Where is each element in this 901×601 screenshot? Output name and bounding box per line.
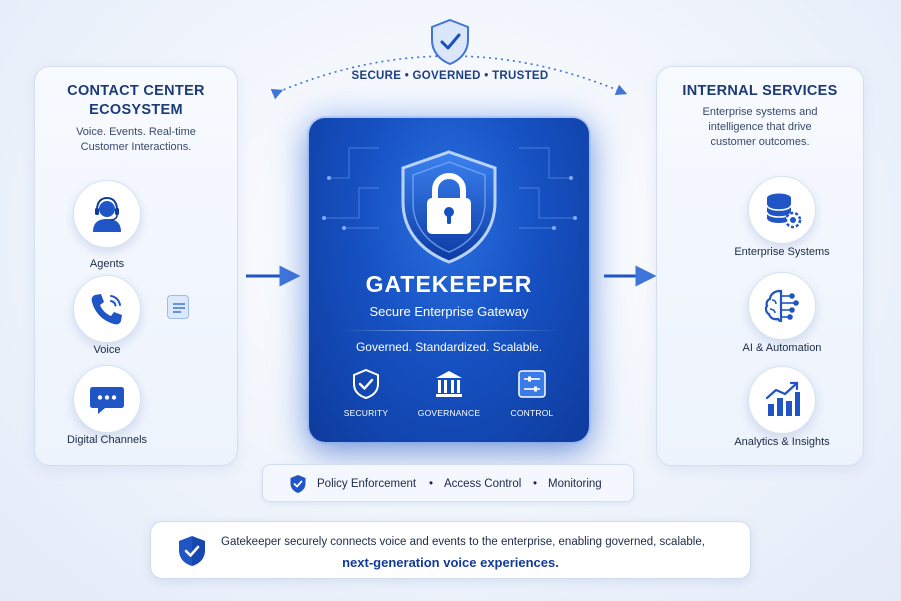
agents-node[interactable] [73, 180, 141, 248]
enterprise-systems-node[interactable] [748, 176, 816, 244]
top-arc-connector [270, 55, 628, 100]
top-shield [428, 18, 472, 66]
feature-control-label: CONTROL [510, 408, 554, 418]
circuit-lines [322, 147, 577, 230]
gatekeeper-card[interactable]: GATEKEEPER Secure Enterprise Gateway Gov… [309, 118, 589, 442]
shield-check-icon [290, 475, 306, 493]
left-panel-title-1: CONTACT CENTER [67, 83, 205, 99]
digital-channels-label: Digital Channels [66, 434, 148, 446]
voice-label: Voice [93, 344, 121, 356]
left-panel-subtitle-2: Customer Interactions. [80, 141, 192, 153]
feature-security-label: SECURITY [343, 408, 389, 418]
top-banner: SECURE • GOVERNED • TRUSTED [351, 70, 549, 82]
policy-separator-2: • [533, 478, 538, 490]
analytics-insights-node[interactable] [748, 366, 816, 434]
shield-check-icon [431, 18, 469, 66]
policy-separator-1: • [429, 478, 434, 490]
feature-governance-label: GOVERNANCE [417, 408, 481, 418]
shield-check-icon [179, 536, 205, 566]
shield-check-icon [353, 368, 379, 400]
sliders-icon [518, 370, 546, 398]
right-panel-subtitle-2: intelligence that drive [708, 121, 812, 133]
gatekeeper-tagline: Governed. Standardized. Scalable. [355, 340, 543, 354]
enterprise-systems-label: Enterprise Systems [734, 246, 830, 258]
gatekeeper-title: GATEKEEPER [365, 271, 533, 297]
analytics-insights-label: Analytics & Insights [734, 436, 830, 448]
left-panel-subtitle-1: Voice. Events. Real-time [76, 126, 196, 138]
ai-automation-label: AI & Automation [742, 342, 822, 354]
padlock-shield-icon [401, 150, 497, 264]
digital-channels-node[interactable] [73, 365, 141, 433]
message-card-icon [167, 295, 189, 319]
policy-enforcement-label: Policy Enforcement [317, 478, 417, 490]
right-panel-subtitle-3: customer outcomes. [710, 136, 810, 148]
contact-center-panel: CONTACT CENTER ECOSYSTEM Voice. Events. … [34, 66, 238, 466]
phone-icon [91, 294, 122, 325]
ai-automation-node[interactable] [748, 272, 816, 340]
database-gear-icon [766, 193, 802, 229]
footer-highlight-text: next-generation voice experiences. [342, 555, 559, 570]
institution-icon [436, 371, 462, 397]
headset-agent-icon [93, 196, 121, 232]
left-panel-title-2: ECOSYSTEM [89, 102, 183, 118]
chat-bubble-icon [90, 387, 124, 414]
brain-circuit-icon [764, 289, 799, 323]
monitoring-label: Monitoring [548, 478, 602, 490]
right-panel-title: INTERNAL SERVICES [682, 83, 838, 99]
policy-bar: Policy Enforcement • Access Control • Mo… [262, 464, 634, 502]
gatekeeper-subtitle: Secure Enterprise Gateway [369, 304, 529, 319]
summary-footer: Gatekeeper securely connects voice and e… [150, 521, 751, 579]
gatekeeper-divider [339, 330, 559, 331]
bar-chart-trend-icon [765, 381, 800, 416]
footer-summary-text: Gatekeeper securely connects voice and e… [221, 536, 705, 548]
agents-label: Agents [89, 258, 125, 270]
right-panel-subtitle-1: Enterprise systems and [702, 106, 818, 118]
voice-node[interactable] [73, 275, 141, 343]
access-control-label: Access Control [444, 478, 522, 490]
